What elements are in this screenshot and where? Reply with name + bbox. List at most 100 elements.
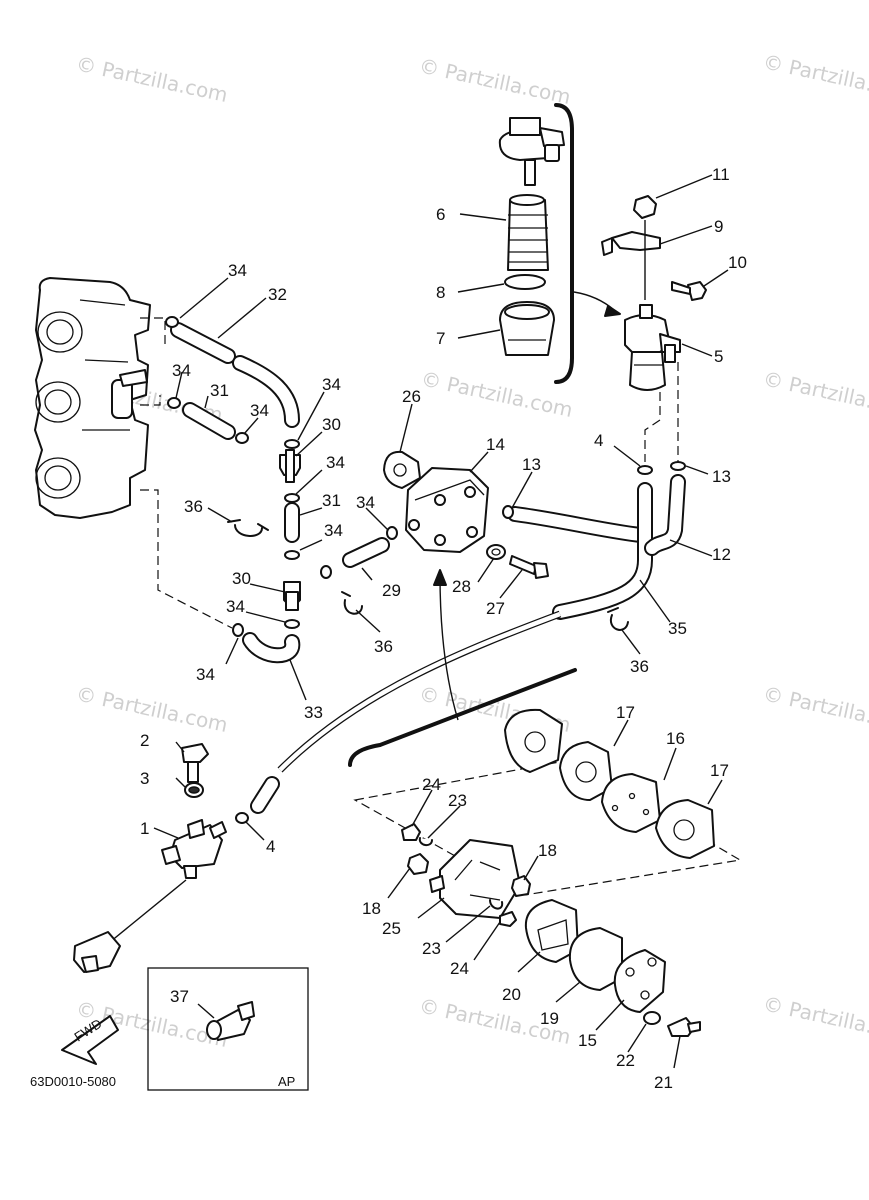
- callout-labels: 34 32 34 31 34 34 30 34 31 34 34 36 30 3…: [140, 165, 747, 1092]
- callout-9: 9: [714, 217, 723, 236]
- guide-line: [140, 395, 161, 406]
- callout-34: 34: [172, 361, 191, 380]
- callout-6: 6: [436, 205, 445, 224]
- washer-22: [643, 1011, 661, 1025]
- callout-19: 19: [540, 1009, 559, 1028]
- callout-2: 2: [140, 731, 149, 750]
- callout-36: 36: [184, 497, 203, 516]
- callout-17: 17: [616, 703, 635, 722]
- gasket-20: [524, 899, 579, 963]
- callout-36: 36: [630, 657, 649, 676]
- callout-34: 34: [250, 401, 269, 420]
- bolt-27: [509, 555, 549, 579]
- callout-16: 16: [666, 729, 685, 748]
- inset-box: [147, 967, 309, 1091]
- callout-18: 18: [538, 841, 557, 860]
- watermark: © Partzilla.com: [74, 51, 230, 107]
- fwd-arrow-icon: FWD: [61, 1015, 119, 1065]
- nut-11: [633, 195, 657, 219]
- callout-7: 7: [436, 329, 445, 348]
- lower-group-frame: [353, 759, 742, 896]
- callout-29: 29: [382, 581, 401, 600]
- callout-31: 31: [210, 381, 229, 400]
- diagram-code: 63D0010-5080: [30, 1074, 116, 1089]
- gasket-17a: [559, 741, 613, 801]
- fitting-37: [206, 1001, 255, 1041]
- fuel-joint-1: [161, 819, 227, 879]
- pump-body-25: [429, 839, 521, 919]
- filter-element-6: [507, 194, 549, 271]
- bracket-9: [601, 231, 661, 256]
- lower-group-bracket: [348, 668, 577, 767]
- group-bracket: [554, 103, 574, 384]
- watermark: © Partzilla.com: [419, 366, 575, 422]
- callout-24: 24: [450, 959, 469, 978]
- watermark: © Partzilla.com: [417, 53, 573, 109]
- callout-24: 24: [422, 775, 441, 794]
- connector-plug: [73, 931, 121, 973]
- clamp-4-lower: [235, 812, 249, 824]
- callout-23: 23: [448, 791, 467, 810]
- callout-37: 37: [170, 987, 189, 1006]
- nut-18-set: [407, 853, 531, 897]
- watermark: © Partzilla.com: [761, 49, 869, 105]
- guide-line: [140, 489, 233, 629]
- callout-17: 17: [710, 761, 729, 780]
- callout-34: 34: [228, 261, 247, 280]
- hose-33: [242, 632, 301, 664]
- callout-3: 3: [140, 769, 149, 788]
- callout-34: 34: [326, 453, 345, 472]
- arrow-head: [604, 305, 621, 317]
- callout-14: 14: [486, 435, 505, 454]
- callout-20: 20: [502, 985, 521, 1004]
- callout-10: 10: [728, 253, 747, 272]
- clamp-4-13-set: [502, 461, 686, 519]
- watermark: © Partzilla.com: [74, 681, 230, 737]
- callout-28: 28: [452, 577, 471, 596]
- callout-34: 34: [322, 375, 341, 394]
- hose-joint-short: [250, 776, 280, 814]
- callout-34: 34: [226, 597, 245, 616]
- gasket-26: [383, 450, 421, 489]
- callout-36: 36: [374, 637, 393, 656]
- diaphragm-cover: [504, 708, 563, 773]
- hose-31-upper: [182, 402, 236, 440]
- diaphragm-19: [568, 927, 623, 991]
- fuel-filter-assembly-exploded: [498, 117, 565, 186]
- callout-32: 32: [268, 285, 287, 304]
- filter-cup-7: [499, 301, 555, 356]
- gasket-17b: [655, 799, 715, 859]
- bolt-2: [181, 743, 209, 783]
- diaphragm-16: [601, 773, 661, 833]
- callout-1: 1: [140, 819, 149, 838]
- callout-15: 15: [578, 1031, 597, 1050]
- fuel-pump-14: [405, 467, 489, 553]
- callout-13: 13: [712, 467, 731, 486]
- callout-26: 26: [402, 387, 421, 406]
- fuel-filter-5: [624, 304, 681, 391]
- arrow-leader: [439, 574, 459, 721]
- callout-31: 31: [322, 491, 341, 510]
- fuel-line-connect: [109, 879, 187, 943]
- callout-35: 35: [668, 619, 687, 638]
- joint-30-upper: [279, 449, 301, 483]
- watermark: © Partzilla.com: [761, 366, 869, 422]
- callout-5: 5: [714, 347, 723, 366]
- callout-34: 34: [356, 493, 375, 512]
- callout-34: 34: [324, 521, 343, 540]
- hose-32: [170, 322, 300, 428]
- callout-27: 27: [486, 599, 505, 618]
- bolt-10: [671, 281, 707, 301]
- guide-line: [644, 392, 661, 462]
- callout-8: 8: [436, 283, 445, 302]
- callout-25: 25: [382, 919, 401, 938]
- hose-12: [552, 474, 686, 620]
- o-ring-8: [504, 274, 546, 290]
- engine-block-outline: [34, 277, 151, 519]
- callout-13: 13: [522, 455, 541, 474]
- washer-28: [486, 544, 506, 560]
- callout-23: 23: [422, 939, 441, 958]
- callout-34: 34: [196, 665, 215, 684]
- inset-label: AP: [278, 1074, 295, 1089]
